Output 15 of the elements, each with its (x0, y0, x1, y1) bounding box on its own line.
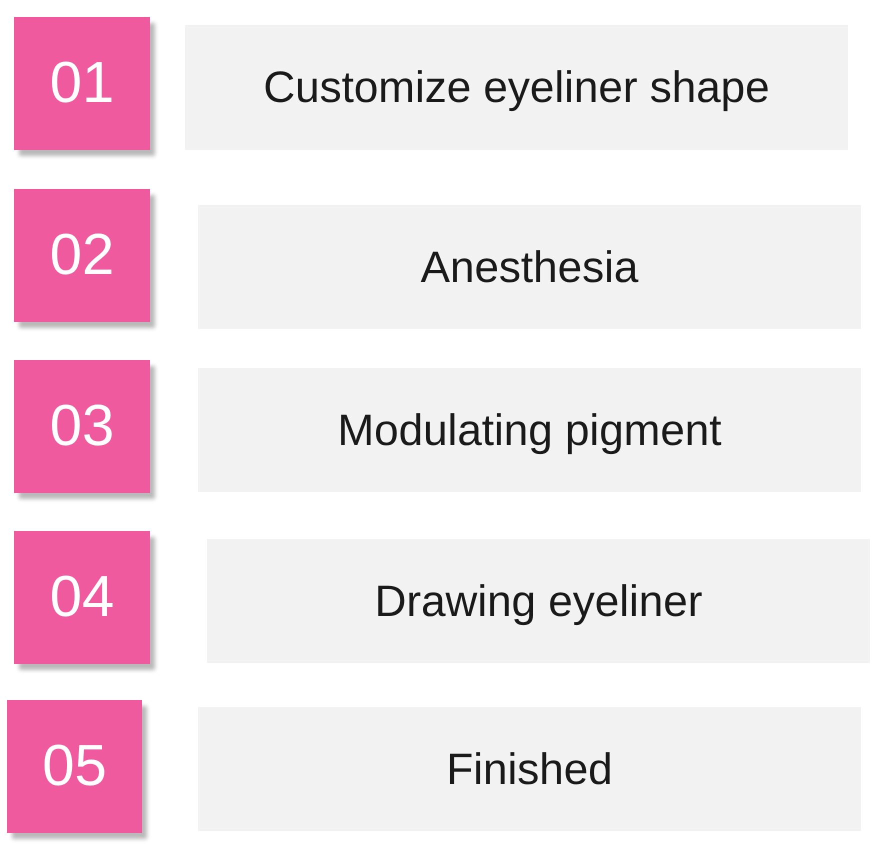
step-number-tile (14, 531, 150, 664)
step-label: Finished (446, 744, 613, 796)
step-label: Customize eyeliner shape (263, 62, 770, 114)
step-number-tile (14, 17, 150, 150)
step-number: 04 (50, 563, 114, 632)
step-number: 02 (50, 221, 114, 290)
step-label: Modulating pigment (337, 404, 722, 456)
step-number-tile (7, 700, 142, 833)
step-label: Drawing eyeliner (374, 576, 702, 628)
step-number: 01 (50, 49, 114, 118)
step-number: 03 (50, 392, 114, 460)
step-number-tile (14, 189, 150, 322)
step-number: 05 (42, 732, 107, 800)
step-label: Anesthesia (420, 242, 638, 294)
step-number-tile (14, 360, 150, 493)
